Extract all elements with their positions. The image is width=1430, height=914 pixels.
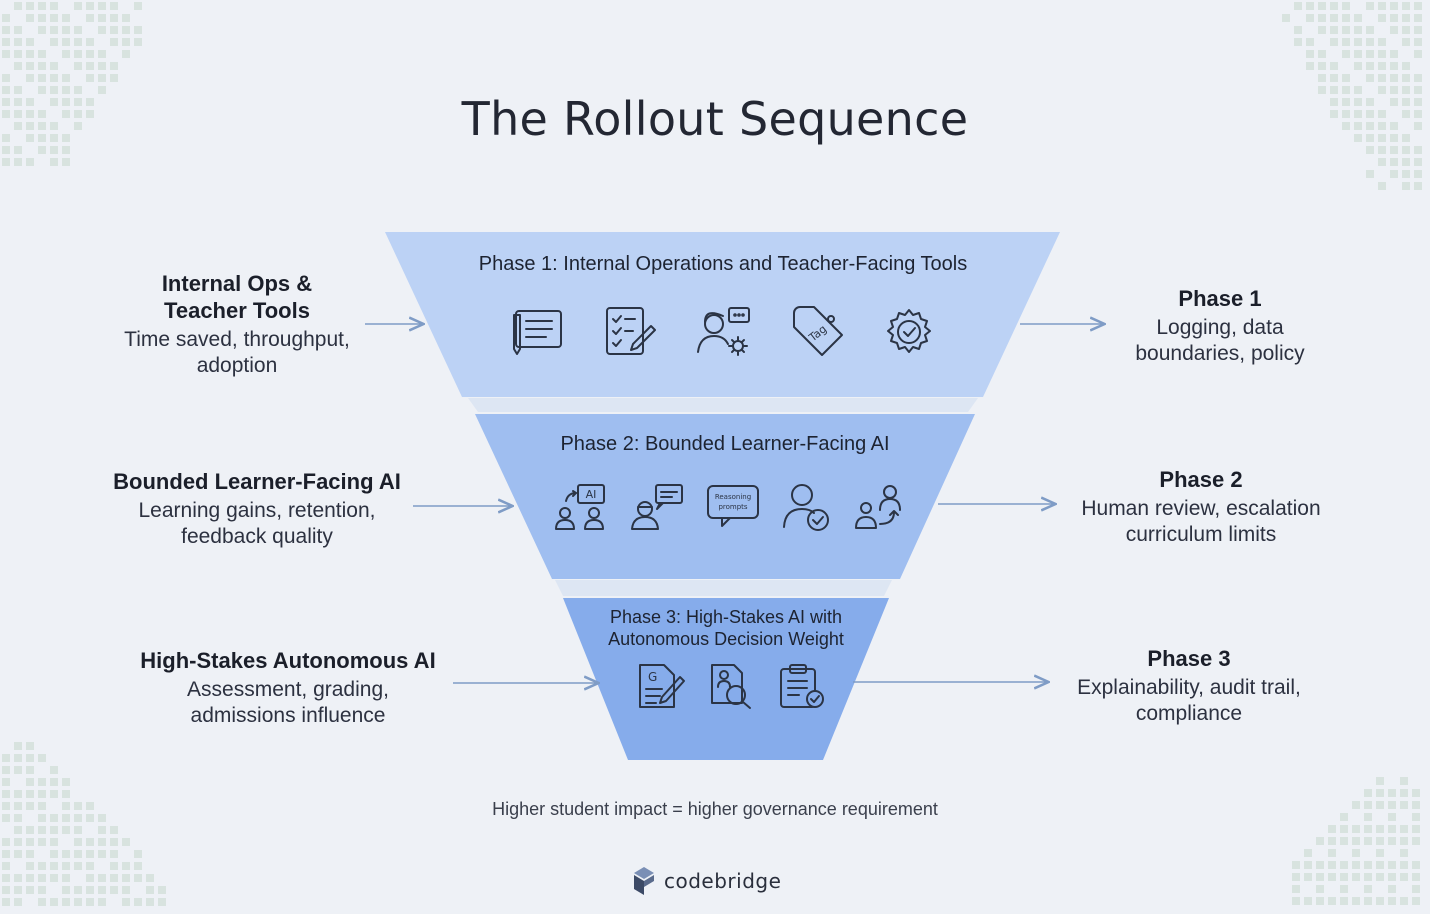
document-search-icon (711, 664, 751, 709)
user-escalation-icon (855, 485, 901, 529)
phase-1-right-description: Logging, data boundaries, policy (1135, 316, 1305, 365)
phase-3-left-heading: High-Stakes Autonomous AI (140, 648, 436, 673)
phase-3-band-title: Phase 3: High-Stakes AI with Autonomous … (608, 607, 844, 649)
tutor-chat-icon (631, 484, 683, 530)
page-title: The Rollout Sequence (461, 92, 969, 146)
clipboard-check-icon (780, 664, 824, 708)
phase-2-right-heading: Phase 2 (1159, 467, 1243, 492)
phase-1-right-label: Phase 1 Logging, data boundaries, policy (1090, 285, 1350, 367)
svg-text:prompts: prompts (718, 503, 747, 511)
phase-2-right-description: Human review, escalation curriculum limi… (1081, 497, 1321, 546)
grade-document-icon: G (639, 664, 685, 708)
brand-name: codebridge (664, 869, 782, 893)
phase-3-right-description: Explainability, audit trail, compliance (1077, 676, 1301, 725)
phase-1-left-heading: Internal Ops & Teacher Tools (161, 271, 313, 323)
phase-3-right-heading: Phase 3 (1147, 646, 1231, 671)
footnote: Higher student impact = higher governanc… (492, 799, 938, 819)
reasoning-prompts-icon: Reasoning prompts (707, 485, 759, 527)
phase-3-right-label: Phase 3 Explainability, audit trail, com… (1050, 645, 1328, 727)
svg-text:G: G (648, 670, 657, 684)
band-connector-2 (555, 580, 892, 596)
user-check-icon (783, 484, 829, 531)
settings-check-icon (887, 309, 931, 353)
decorative-dots-top-left (2, 2, 142, 166)
phase-2-right-label: Phase 2 Human review, escalation curricu… (1060, 466, 1342, 548)
phase-2-band-title: Phase 2: Bounded Learner-Facing AI (560, 433, 890, 455)
codebridge-logo-icon (634, 867, 654, 895)
phase-2-band (475, 414, 975, 579)
brand: codebridge (632, 866, 781, 896)
decorative-dots-bottom-right (1292, 777, 1420, 905)
phase-1-left-description: Time saved, throughput, adoption (124, 328, 350, 377)
phase-1-band-title: Phase 1: Internal Operations and Teacher… (478, 253, 968, 275)
phase-2-left-label: Bounded Learner-Facing AI Learning gains… (92, 468, 422, 550)
phase-1-band (385, 232, 1060, 397)
phase-1-right-heading: Phase 1 (1178, 286, 1262, 311)
decorative-dots-bottom-left (2, 742, 166, 906)
notebook-icon (513, 310, 562, 355)
band-connector-1 (468, 398, 978, 412)
checklist-edit-icon (606, 307, 656, 355)
phase-3-left-description: Assessment, grading, admissions influenc… (187, 678, 389, 727)
phase-2-left-description: Learning gains, retention, feedback qual… (138, 499, 376, 548)
phase-1-left-label: Internal Ops & Teacher Tools Time saved,… (92, 270, 382, 379)
teacher-chat-settings-icon (697, 307, 750, 356)
phase-2-left-heading: Bounded Learner-Facing AI (113, 469, 401, 494)
svg-text:Reasoning: Reasoning (715, 493, 751, 501)
phase-3-left-label: High-Stakes Autonomous AI Assessment, gr… (118, 647, 458, 729)
svg-text:AI: AI (586, 488, 597, 501)
decorative-dots-top-right (1282, 2, 1422, 190)
ai-group-icon: AI (555, 484, 605, 530)
